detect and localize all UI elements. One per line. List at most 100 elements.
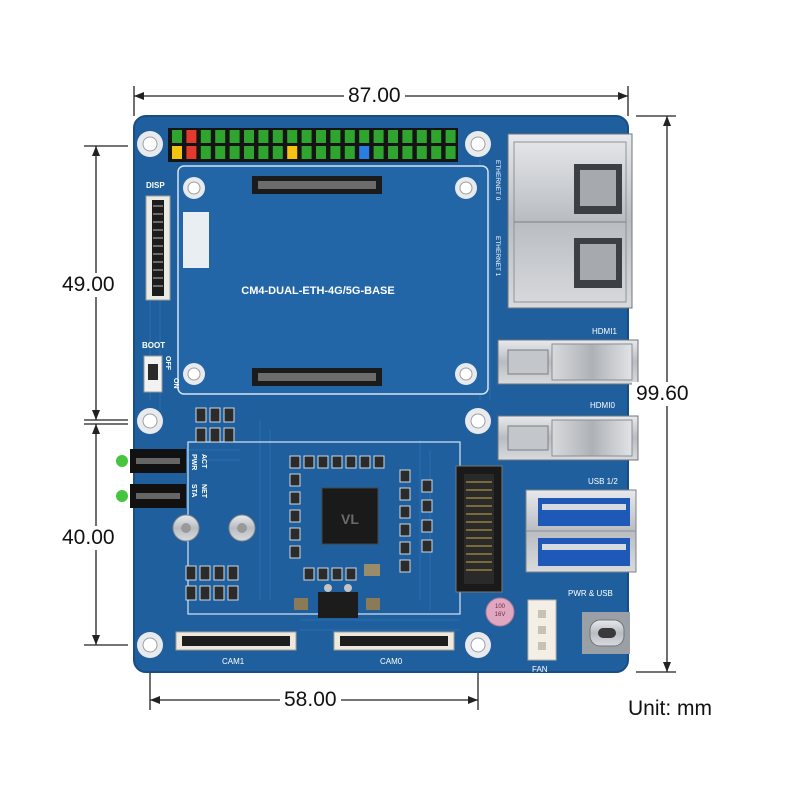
gpio-pin xyxy=(416,146,427,159)
usb-a-ports xyxy=(525,489,637,573)
hdmi0-label: HDMI0 xyxy=(590,401,615,410)
cam1-label: CAM1 xyxy=(222,657,245,666)
gpio-pin xyxy=(359,130,370,143)
bottom-hole-spacing-label: 58.00 xyxy=(280,688,341,712)
gpio-pin xyxy=(287,146,298,159)
status-leds xyxy=(116,449,186,508)
gpio-pin xyxy=(200,146,211,159)
module-hole xyxy=(183,363,205,385)
gpio-header-base xyxy=(168,128,458,162)
height-dimension-label: 99.60 xyxy=(632,382,693,406)
gpio-pin xyxy=(344,130,355,143)
gpio-pin xyxy=(388,146,398,159)
ethernet-dual-jack xyxy=(507,133,633,309)
gpio-pin xyxy=(330,146,341,159)
voltage-regulator xyxy=(294,584,380,618)
sta-label: STA xyxy=(190,484,197,497)
gpio-pin xyxy=(186,130,197,143)
module-hole xyxy=(455,363,477,385)
gpio-pin xyxy=(215,130,226,143)
gpio-pin xyxy=(215,146,226,159)
standoff-screws xyxy=(172,514,256,542)
gpio-pin xyxy=(258,130,269,143)
boot-switch xyxy=(143,355,163,393)
fan-connector xyxy=(527,599,557,661)
gpio-pin xyxy=(445,146,456,159)
cm4-module-outline xyxy=(177,165,489,395)
passive-components xyxy=(185,407,239,601)
svg-text:100: 100 xyxy=(495,604,506,610)
off-label: OFF xyxy=(164,356,171,371)
gpio-pin xyxy=(316,130,326,143)
gpio-pin xyxy=(373,146,384,159)
hdmi1-port xyxy=(497,339,639,385)
lower-hole-spacing-label: 40.00 xyxy=(58,526,119,550)
hdmi0-port xyxy=(497,415,639,461)
hdmi1-label: HDMI1 xyxy=(592,327,617,336)
pwr-usb-label: PWR & USB xyxy=(568,589,613,598)
cm4-connector-bottom xyxy=(252,368,382,386)
gpio-pin xyxy=(431,146,442,159)
board-title: CM4-DUAL-ETH-4G/5G-BASE xyxy=(241,285,394,297)
disp-label: DISP xyxy=(146,181,165,190)
electrolytic-capacitor: 100 16V xyxy=(485,597,515,627)
gpio-pin xyxy=(402,130,413,143)
ethernet0-label: ETHERNET 0 xyxy=(494,160,501,201)
disp-connector xyxy=(145,195,171,301)
usb12-label: USB 1/2 xyxy=(588,477,618,486)
ethernet-phy-chip: VL xyxy=(289,455,433,581)
cam1-connector xyxy=(175,631,297,651)
gpio-pin xyxy=(229,130,240,143)
act-label: ACT xyxy=(200,454,207,469)
cam0-connector xyxy=(333,631,455,651)
gpio-pin xyxy=(388,130,398,143)
gpio-pin xyxy=(186,146,197,159)
gpio-pin xyxy=(301,130,312,143)
usb-c-port xyxy=(582,612,630,654)
module-hole xyxy=(455,177,477,199)
width-dimension-label: 87.00 xyxy=(344,84,405,108)
gpio-pin xyxy=(200,130,211,143)
gpio-header xyxy=(168,128,458,162)
mounting-hole xyxy=(465,131,491,157)
gpio-pin xyxy=(172,146,182,159)
on-label: ON xyxy=(172,378,179,389)
mounting-holes xyxy=(137,131,491,658)
gpio-pin xyxy=(344,146,355,159)
gpio-pin xyxy=(244,146,254,159)
gpio-pin xyxy=(258,146,269,159)
gpio-pin xyxy=(373,130,384,143)
net-label: NET xyxy=(200,484,207,499)
mounting-hole xyxy=(137,408,163,434)
gpio-pin xyxy=(301,146,312,159)
svg-text:VL: VL xyxy=(341,511,359,527)
gpio-pin xyxy=(272,146,283,159)
m2-slot xyxy=(455,465,503,593)
gpio-pin xyxy=(244,130,254,143)
gpio-pin xyxy=(330,130,341,143)
unit-label: Unit: mm xyxy=(628,697,712,720)
gpio-pin xyxy=(172,130,182,143)
gpio-pin xyxy=(445,130,456,143)
gpio-pin xyxy=(287,130,298,143)
gpio-pin xyxy=(229,146,240,159)
ethernet1-label: ETHERNET 1 xyxy=(494,236,501,277)
mounting-hole xyxy=(137,632,163,658)
gpio-pin xyxy=(416,130,427,143)
boot-label: BOOT xyxy=(142,341,165,350)
mounting-hole xyxy=(137,131,163,157)
gpio-pin xyxy=(316,146,326,159)
gpio-pin xyxy=(272,130,283,143)
mounting-hole xyxy=(465,632,491,658)
gpio-pin xyxy=(359,146,370,159)
cm4-connector-top xyxy=(252,176,382,194)
svg-text:16V: 16V xyxy=(495,612,506,618)
pwr-label: PWR xyxy=(190,454,197,470)
fan-label: FAN xyxy=(532,665,548,674)
pcb-board xyxy=(133,115,629,673)
upper-hole-spacing-label: 49.00 xyxy=(58,273,119,297)
gpio-pin xyxy=(431,130,442,143)
cam0-label: CAM0 xyxy=(380,657,403,666)
gpio-pin xyxy=(402,146,413,159)
